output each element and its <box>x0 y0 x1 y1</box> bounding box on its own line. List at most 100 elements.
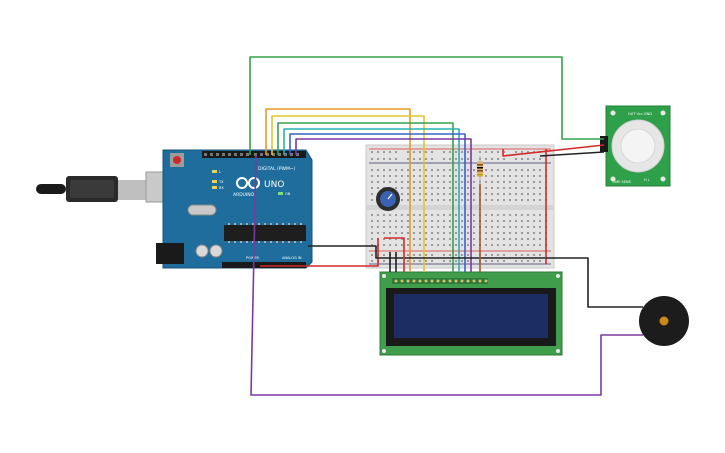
breadboard-hole <box>419 254 421 256</box>
breadboard-hole <box>377 187 379 189</box>
breadboard-hole <box>491 254 493 256</box>
breadboard-hole <box>431 193 433 195</box>
breadboard-hole <box>527 193 529 195</box>
wire-orange[interactable] <box>265 108 411 272</box>
breadboard-hole <box>515 260 517 262</box>
breadboard-hole <box>425 244 427 246</box>
breadboard-hole <box>497 220 499 222</box>
arduino-uno-board[interactable]: DIGITAL (PWM~) L TX RX UNO ARDUINO ON <box>156 149 313 269</box>
breadboard-hole <box>443 151 445 153</box>
resistor[interactable] <box>477 156 483 184</box>
breadboard-hole <box>491 158 493 160</box>
wire-black-pir-gnd[interactable] <box>539 151 605 157</box>
breadboard-hole <box>407 226 409 228</box>
breadboard-hole <box>449 158 451 160</box>
breadboard-hole <box>383 175 385 177</box>
breadboard-hole <box>401 214 403 216</box>
breadboard-hole <box>419 187 421 189</box>
breadboard-hole <box>491 214 493 216</box>
crystal-oscillator <box>187 204 217 216</box>
breadboard-hole <box>527 175 529 177</box>
usb-cable[interactable] <box>36 171 169 203</box>
breadboard-hole <box>431 175 433 177</box>
breadboard-hole <box>401 226 403 228</box>
breadboard-hole <box>461 193 463 195</box>
breadboard-hole <box>527 181 529 183</box>
breadboard-hole <box>389 244 391 246</box>
breadboard-hole <box>539 193 541 195</box>
breadboard-hole <box>449 169 451 171</box>
breadboard-hole <box>473 220 475 222</box>
wire-purple-buzzer[interactable] <box>250 154 643 396</box>
breadboard-hole <box>521 238 523 240</box>
breadboard-hole <box>443 181 445 183</box>
capacitor-2 <box>209 244 223 258</box>
breadboard-hole <box>467 260 469 262</box>
breadboard-hole <box>431 238 433 240</box>
wire-red-pir-vcc[interactable] <box>502 144 605 157</box>
microcontroller-chip <box>224 225 306 241</box>
breadboard-hole <box>389 214 391 216</box>
wire-black-gnd[interactable] <box>308 245 546 259</box>
breadboard-hole <box>521 169 523 171</box>
breadboard-hole <box>455 158 457 160</box>
breadboard-hole <box>413 232 415 234</box>
breadboard-hole <box>497 199 499 201</box>
piezo-buzzer[interactable] <box>639 296 689 346</box>
breadboard-hole <box>455 214 457 216</box>
breadboard-hole <box>515 232 517 234</box>
breadboard-hole <box>503 187 505 189</box>
breadboard-hole <box>461 244 463 246</box>
breadboard-hole <box>419 214 421 216</box>
breadboard-hole <box>527 226 529 228</box>
breadboard-hole <box>431 254 433 256</box>
breadboard-hole <box>383 158 385 160</box>
breadboard-hole <box>419 226 421 228</box>
breadboard-hole <box>461 254 463 256</box>
breadboard-hole <box>413 199 415 201</box>
wire-purple[interactable] <box>295 138 472 272</box>
breadboard-hole <box>371 175 373 177</box>
breadboard-hole <box>371 158 373 160</box>
breadboard-hole <box>473 175 475 177</box>
wire-yellow[interactable] <box>271 115 425 272</box>
breadboard-hole <box>461 151 463 153</box>
wire-red-lcd[interactable] <box>384 237 405 272</box>
breadboard-hole <box>449 181 451 183</box>
breadboard-hole <box>497 181 499 183</box>
wire-green-pir[interactable] <box>249 56 604 155</box>
breadboard-hole <box>431 220 433 222</box>
breadboard-hole <box>467 175 469 177</box>
breadboard-hole <box>443 238 445 240</box>
breadboard-hole <box>371 244 373 246</box>
wire-green[interactable] <box>277 122 454 272</box>
usb-cable-strain-relief <box>36 184 66 194</box>
wire-blue[interactable] <box>289 133 466 272</box>
breadboard-hole <box>527 214 529 216</box>
breadboard-hole <box>533 220 535 222</box>
breadboard-hole <box>449 232 451 234</box>
breadboard-hole <box>533 214 535 216</box>
wire-red-5v[interactable] <box>260 238 379 267</box>
breadboard-hole <box>485 169 487 171</box>
potentiometer[interactable] <box>376 187 400 211</box>
breadboard-hole <box>455 187 457 189</box>
breadboard-hole <box>527 260 529 262</box>
breadboard-hole <box>497 158 499 160</box>
lcd-16x2-display[interactable] <box>379 271 563 356</box>
wire-teal[interactable] <box>283 128 460 272</box>
pir-header <box>600 136 608 152</box>
breadboard-hole <box>497 193 499 195</box>
breadboard-hole <box>461 238 463 240</box>
breadboard-hole <box>443 158 445 160</box>
breadboard-hole <box>461 199 463 201</box>
breadboard-hole <box>467 254 469 256</box>
breadboard-hole <box>413 175 415 177</box>
pir-motion-sensor[interactable]: OUT Vcc GND H L TIME SENS <box>600 105 671 187</box>
breadboard-hole <box>449 187 451 189</box>
usb-plug-metal <box>118 180 146 200</box>
breadboard-hole <box>521 158 523 160</box>
breadboard-hole <box>383 238 385 240</box>
wire-black-buzzer[interactable] <box>546 257 643 308</box>
